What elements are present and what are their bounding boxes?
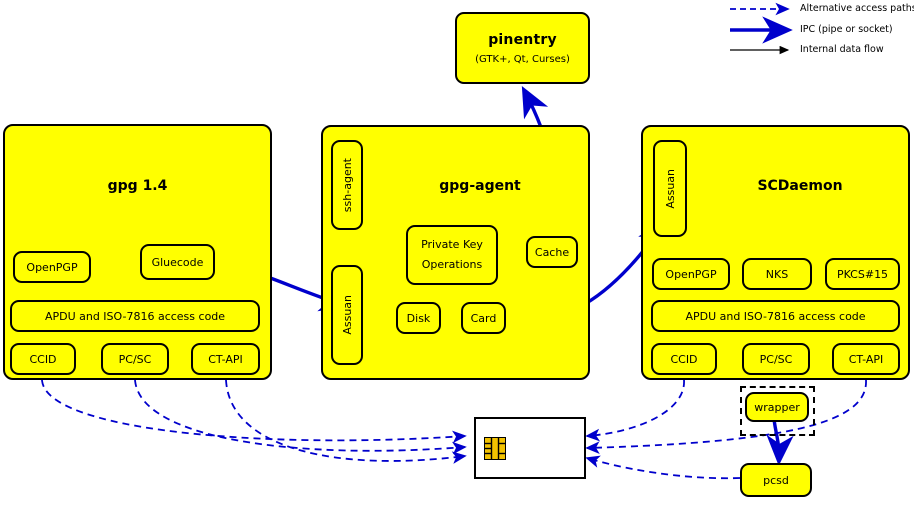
alt-gpg-pcsc-to-card	[134, 379, 467, 455]
alt-scd-ctapi-to-card	[585, 379, 867, 454]
scdaemon-assuan-label: Assuan	[663, 168, 677, 209]
gpg-agent-disk-box[interactable]: Disk	[396, 302, 441, 334]
gpg-agent-assuan-label: Assuan	[340, 295, 354, 335]
pko-line-1: Private Key	[421, 238, 483, 252]
scdaemon-driver-pcsc-label: PC/SC	[759, 352, 793, 366]
pinentry-subtitle: (GTK+, Qt, Curses)	[475, 53, 570, 65]
alt-gpg-ccid-to-card	[41, 379, 467, 444]
alt-pcsd-to-card	[585, 455, 741, 480]
scdaemon-app-openpgp-label: OpenPGP	[665, 267, 717, 281]
gpg-agent-assuan-box[interactable]: Assuan	[331, 265, 363, 365]
gpg-agent-title: gpg-agent	[439, 178, 521, 194]
pinentry-box[interactable]: pinentry (GTK+, Qt, Curses)	[455, 12, 590, 84]
alt-scd-ccid-to-card	[585, 379, 685, 442]
gpg-agent-private-key-ops-box[interactable]: Private Key Operations	[406, 225, 498, 285]
scdaemon-app-pkcs15-label: PKCS#15	[836, 267, 889, 281]
gpg-gluecode-box[interactable]: Gluecode	[140, 244, 215, 280]
pko-line-2: Operations	[421, 258, 483, 271]
scdaemon-app-nks[interactable]: NKS	[742, 258, 812, 290]
scdaemon-driver-ctapi[interactable]: CT-API	[832, 343, 900, 375]
legend-label-alt-paths: Alternative access paths	[800, 3, 914, 14]
wrapper-label: wrapper	[754, 400, 800, 414]
gpg-driver-pcsc[interactable]: PC/SC	[101, 343, 169, 375]
wrapper-box[interactable]: wrapper	[745, 392, 809, 422]
scdaemon-app-pkcs15[interactable]: PKCS#15	[825, 258, 900, 290]
gpg-agent-card-label: Card	[470, 311, 497, 325]
scdaemon-driver-ctapi-label: CT-API	[848, 352, 884, 366]
gpg-agent-cache-label: Cache	[534, 245, 570, 259]
scdaemon-apdu-label: APDU and ISO-7816 access code	[685, 309, 866, 323]
scdaemon-driver-pcsc[interactable]: PC/SC	[742, 343, 810, 375]
wrapper-dashed-group	[740, 386, 815, 436]
gpg-driver-pcsc-label: PC/SC	[118, 352, 152, 366]
alt-gpg-ctapi-to-card	[225, 379, 467, 464]
smartcard-box[interactable]	[474, 417, 586, 479]
gpg-openpgp-label: OpenPGP	[26, 260, 78, 274]
gpg-gluecode-label: Gluecode	[151, 255, 204, 269]
gpg-agent-ssh-agent-label: ssh-agent	[340, 157, 354, 213]
scdaemon-apdu-box[interactable]: APDU and ISO-7816 access code	[651, 300, 900, 332]
smartcard-chip-icon	[484, 437, 506, 460]
gpg-driver-ctapi[interactable]: CT-API	[191, 343, 260, 375]
gpg-driver-ccid-label: CCID	[29, 352, 57, 366]
scdaemon-title: SCDaemon	[757, 178, 843, 194]
scdaemon-app-nks-label: NKS	[765, 267, 789, 281]
scdaemon-driver-ccid-label: CCID	[670, 352, 698, 366]
scdaemon-driver-ccid[interactable]: CCID	[651, 343, 717, 375]
scdaemon-app-openpgp[interactable]: OpenPGP	[652, 258, 730, 290]
legend-label-ipc: IPC (pipe or socket)	[800, 24, 893, 35]
pinentry-title: pinentry	[488, 31, 557, 48]
pcsd-box[interactable]: pcsd	[740, 463, 812, 497]
gpg-agent-disk-label: Disk	[406, 311, 431, 325]
gpg-apdu-label: APDU and ISO-7816 access code	[44, 309, 226, 323]
gpg-agent-ssh-agent-box[interactable]: ssh-agent	[331, 140, 363, 230]
gpg-agent-card-box[interactable]: Card	[461, 302, 506, 334]
scdaemon-assuan-box[interactable]: Assuan	[653, 140, 687, 237]
pcsd-label: pcsd	[763, 473, 789, 487]
gpg-driver-ctapi-label: CT-API	[208, 352, 243, 366]
legend-glyphs	[730, 2, 793, 55]
gpg-driver-ccid[interactable]: CCID	[10, 343, 76, 375]
legend-label-internal-flow: Internal data flow	[800, 44, 884, 55]
gpg-title: gpg 1.4	[107, 178, 168, 194]
gpg-apdu-box[interactable]: APDU and ISO-7816 access code	[10, 300, 260, 332]
gpg-openpgp-box[interactable]: OpenPGP	[13, 251, 91, 283]
gpg-agent-cache-box[interactable]: Cache	[526, 236, 578, 268]
